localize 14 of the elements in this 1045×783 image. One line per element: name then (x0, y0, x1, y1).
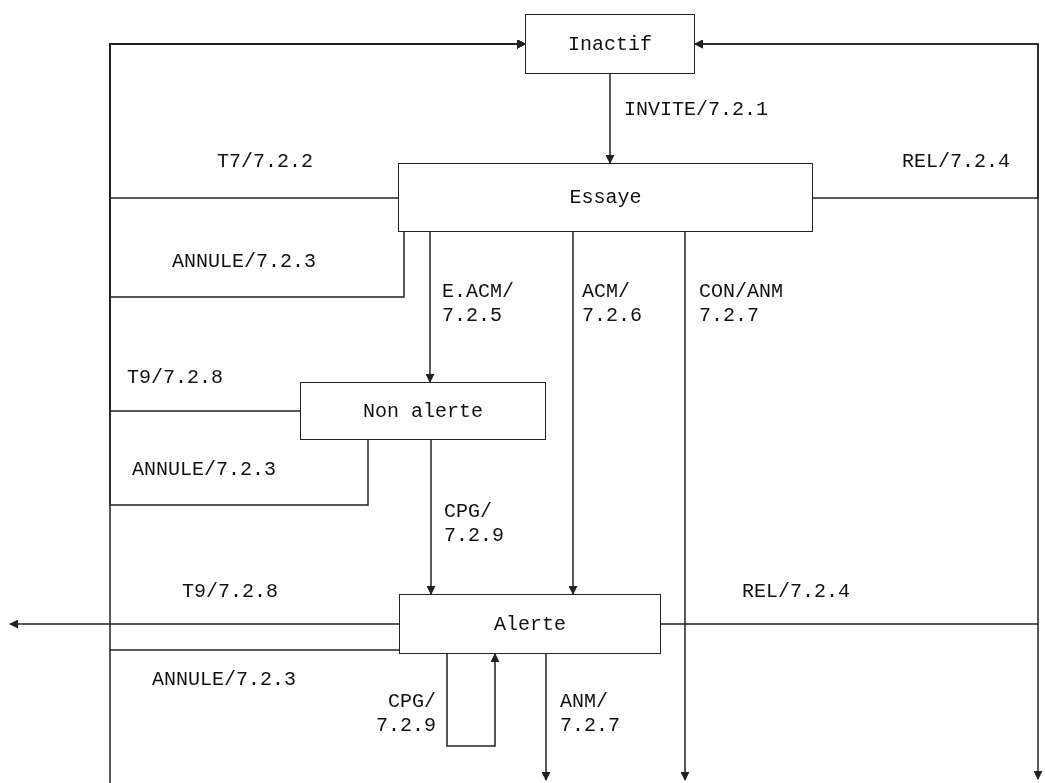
state-box: Non alerte (300, 382, 546, 440)
arrow (446, 653, 500, 747)
arrow (426, 439, 436, 595)
arrow (680, 231, 690, 781)
arrow (425, 231, 435, 383)
arrow (109, 39, 526, 651)
arrow (660, 39, 1039, 625)
arrow (605, 73, 615, 164)
state-box: Inactif (525, 14, 695, 74)
arrow (568, 231, 578, 595)
state-box: Essaye (398, 163, 813, 232)
arrow (9, 619, 400, 629)
state-box: Alerte (399, 594, 661, 654)
arrow (541, 653, 551, 781)
